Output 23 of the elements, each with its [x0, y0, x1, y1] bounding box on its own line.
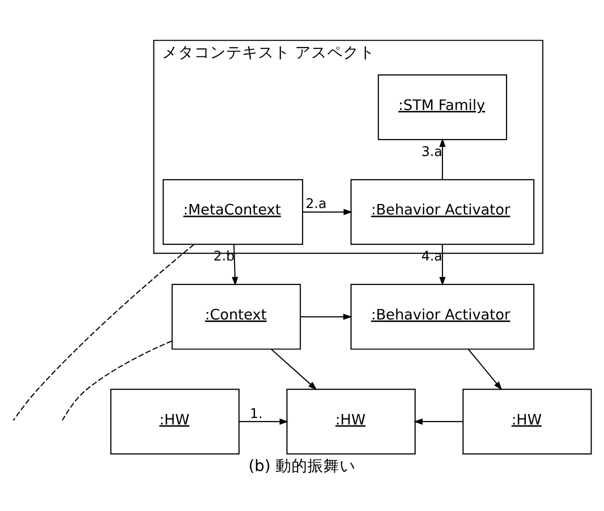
arrow [302, 208, 353, 216]
arrow [468, 348, 502, 390]
arrow [300, 314, 352, 320]
node-box: :HW [110, 388, 240, 454]
arrow [414, 418, 463, 425]
connector [12, 244, 194, 421]
arrow [439, 244, 446, 286]
node-box: :Behavior Activator [350, 284, 534, 350]
edge-label: 1. [250, 406, 263, 422]
arrow [439, 138, 446, 180]
node-box: :STM Family [378, 74, 508, 140]
edge-label: 2.a [306, 197, 327, 212]
arrow [232, 244, 238, 286]
node-box: :Context [172, 284, 301, 350]
arrow [239, 418, 289, 425]
node-box: :HW [462, 388, 592, 454]
node-box: :MetaContext [162, 179, 304, 245]
arrow [270, 348, 318, 390]
connector [62, 340, 172, 421]
node-box: :Behavior Activator [350, 179, 534, 245]
caption: (b) 動的振舞い [248, 456, 356, 475]
edge-label: 3.a [421, 144, 442, 160]
node-box: :HW [286, 388, 416, 454]
